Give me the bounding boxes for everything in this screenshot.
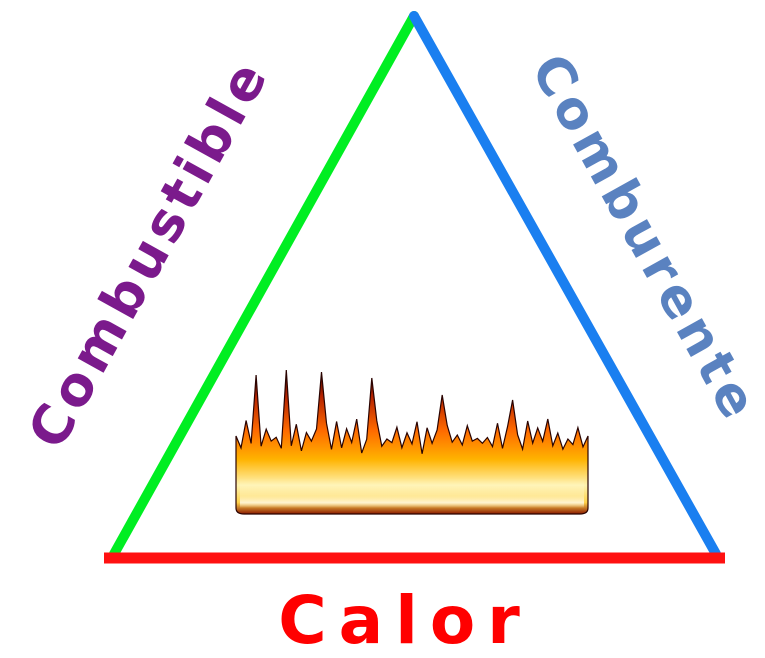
fuel-side-line — [109, 11, 419, 559]
flame-glow — [240, 478, 584, 508]
fuel-label: Combustible — [16, 47, 282, 458]
oxidizer-label: Comburente — [519, 45, 765, 433]
fire-icon — [235, 369, 589, 515]
oxidizer-side-line — [409, 11, 721, 559]
heat-label: Calor — [278, 582, 532, 654]
